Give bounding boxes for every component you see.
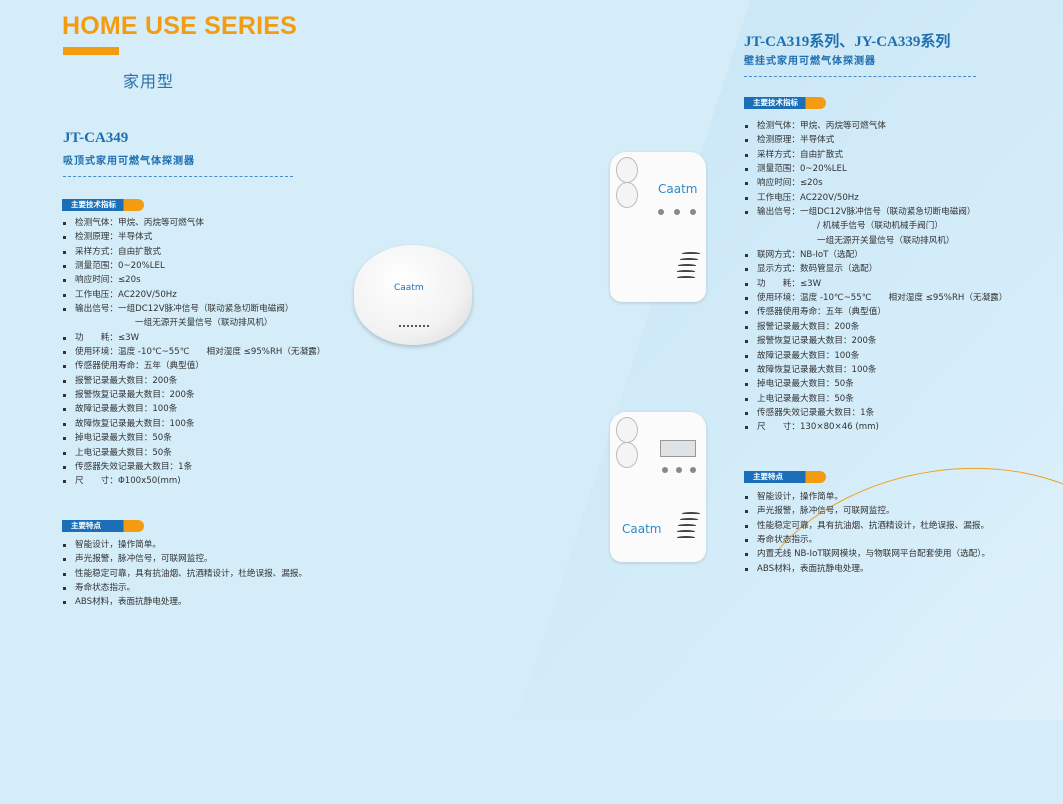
divider <box>744 76 976 77</box>
list-item: 掉电记录最大数目：50条 <box>62 431 325 445</box>
list-item: 报警恢复记录最大数目：200条 <box>744 334 1007 348</box>
feature-tag: 主要特点 <box>62 520 144 532</box>
left-feature-list: 智能设计，操作简单。声光报警，脉冲信号，可联网监控。性能稳定可靠，具有抗油烟、抗… <box>62 538 307 610</box>
list-item: 故障记录最大数目：100条 <box>62 402 325 416</box>
right-model: JT-CA319系列、JY-CA339系列 <box>744 34 951 50</box>
list-item: 传感器使用寿命：五年（典型值） <box>62 359 325 373</box>
list-item: 输出信号：一组DC12V脉冲信号（联动紧急切断电磁阀） <box>62 302 325 316</box>
left-model: JT-CA349 <box>63 130 129 146</box>
category-title: 家用型 <box>123 72 175 91</box>
list-item: 显示方式：数码管显示（选配） <box>744 262 1007 276</box>
list-item: 报警记录最大数目：200条 <box>62 374 325 388</box>
list-item: 检测气体：甲烷、丙烷等可燃气体 <box>62 216 325 230</box>
list-item: 上电记录最大数目：50条 <box>62 446 325 460</box>
product-logo: Caatm <box>622 522 662 536</box>
list-item: 尺 寸：130×80×46 (mm) <box>744 420 1007 434</box>
series-title: HOME USE SERIES <box>62 12 297 40</box>
list-item: 工作电压：AC220V/50Hz <box>744 191 1007 205</box>
feature-tag: 主要特点 <box>744 471 826 483</box>
list-item: ABS材料，表面抗静电处理。 <box>744 562 990 576</box>
list-item: 测量范围：0~20%LEL <box>62 259 325 273</box>
title-underline <box>63 47 119 55</box>
list-item: 功 耗：≤3W <box>744 277 1007 291</box>
list-item: 测量范围：0~20%LEL <box>744 162 1007 176</box>
list-item: 内置无线 NB-IoT联网模块，与物联网平台配套使用（选配）。 <box>744 547 990 561</box>
product-logo: Caatm <box>394 283 424 293</box>
left-subtitle: 吸顶式家用可燃气体探测器 <box>63 156 195 167</box>
list-item: 一组无源开关量信号（联动排风机） <box>817 235 955 246</box>
list-item: / 机械手信号（联动机械手阀门） <box>817 221 943 232</box>
list-item: 采样方式：自由扩散式 <box>744 148 1007 162</box>
right-subtitle: 壁挂式家用可燃气体探测器 <box>744 56 876 67</box>
list-item: 传感器失效记录最大数目：1条 <box>62 460 325 474</box>
list-item: 检测气体：甲烷、丙烷等可燃气体 <box>744 119 1007 133</box>
list-item: 寿命状态指示。 <box>744 533 990 547</box>
product-logo: Caatm <box>658 182 698 196</box>
list-item: 智能设计，操作简单。 <box>62 538 307 552</box>
ceiling-detector-image: Caatm <box>354 245 472 345</box>
list-item: 尺 寸：Φ100x50(mm) <box>62 474 325 488</box>
list-item: 声光报警，脉冲信号，可联网监控。 <box>62 552 307 566</box>
list-item: 传感器失效记录最大数目：1条 <box>744 406 1007 420</box>
list-item: 报警记录最大数目：200条 <box>744 320 1007 334</box>
list-item: 检测原理：半导体式 <box>744 133 1007 147</box>
list-item: 性能稳定可靠，具有抗油烟、抗酒精设计，杜绝误报、漏报。 <box>744 519 990 533</box>
list-item: 使用环境：温度 -10℃~55℃ 相对湿度 ≤95%RH（无凝露） <box>744 291 1007 305</box>
list-item: 传感器使用寿命：五年（典型值） <box>744 305 1007 319</box>
list-item: 智能设计，操作简单。 <box>744 490 990 504</box>
list-item: 检测原理：半导体式 <box>62 230 325 244</box>
left-spec-list: 检测气体：甲烷、丙烷等可燃气体检测原理：半导体式采样方式：自由扩散式测量范围：0… <box>62 216 325 489</box>
right-spec-list: 检测气体：甲烷、丙烷等可燃气体检测原理：半导体式采样方式：自由扩散式测量范围：0… <box>744 119 1007 435</box>
wall-detector-image-2: Caatm <box>610 412 706 562</box>
list-item: 输出信号：一组DC12V脉冲信号（联动紧急切断电磁阀） <box>744 205 1007 219</box>
list-item: 报警恢复记录最大数目：200条 <box>62 388 325 402</box>
list-item: ABS材料，表面抗静电处理。 <box>62 595 307 609</box>
list-item: 故障恢复记录最大数目：100条 <box>744 363 1007 377</box>
list-item: 故障恢复记录最大数目：100条 <box>62 417 325 431</box>
list-item: 掉电记录最大数目：50条 <box>744 377 1007 391</box>
spec-tag: 主要技术指标 <box>62 199 144 211</box>
list-item: 寿命状态指示。 <box>62 581 307 595</box>
divider <box>63 176 293 177</box>
right-feature-list: 智能设计，操作简单。声光报警，脉冲信号，可联网监控。性能稳定可靠，具有抗油烟、抗… <box>744 490 990 576</box>
list-item: 联网方式：NB-IoT（选配） <box>744 248 1007 262</box>
list-item: 功 耗：≤3W <box>62 331 325 345</box>
list-item: 声光报警，脉冲信号，可联网监控。 <box>744 504 990 518</box>
list-item: 上电记录最大数目：50条 <box>744 392 1007 406</box>
list-item: 性能稳定可靠，具有抗油烟、抗酒精设计，杜绝误报、漏报。 <box>62 567 307 581</box>
list-item: 响应时间：≤20s <box>744 176 1007 190</box>
list-item: 使用环境：温度 -10℃~55℃ 相对湿度 ≤95%RH（无凝露） <box>62 345 325 359</box>
list-item: 一组无源开关量信号（联动排风机） <box>135 318 273 329</box>
list-item: 响应时间：≤20s <box>62 273 325 287</box>
list-item: 采样方式：自由扩散式 <box>62 245 325 259</box>
wall-detector-image-1: Caatm <box>610 152 706 302</box>
spec-tag: 主要技术指标 <box>744 97 826 109</box>
list-item: 故障记录最大数目：100条 <box>744 349 1007 363</box>
list-item: 工作电压：AC220V/50Hz <box>62 288 325 302</box>
